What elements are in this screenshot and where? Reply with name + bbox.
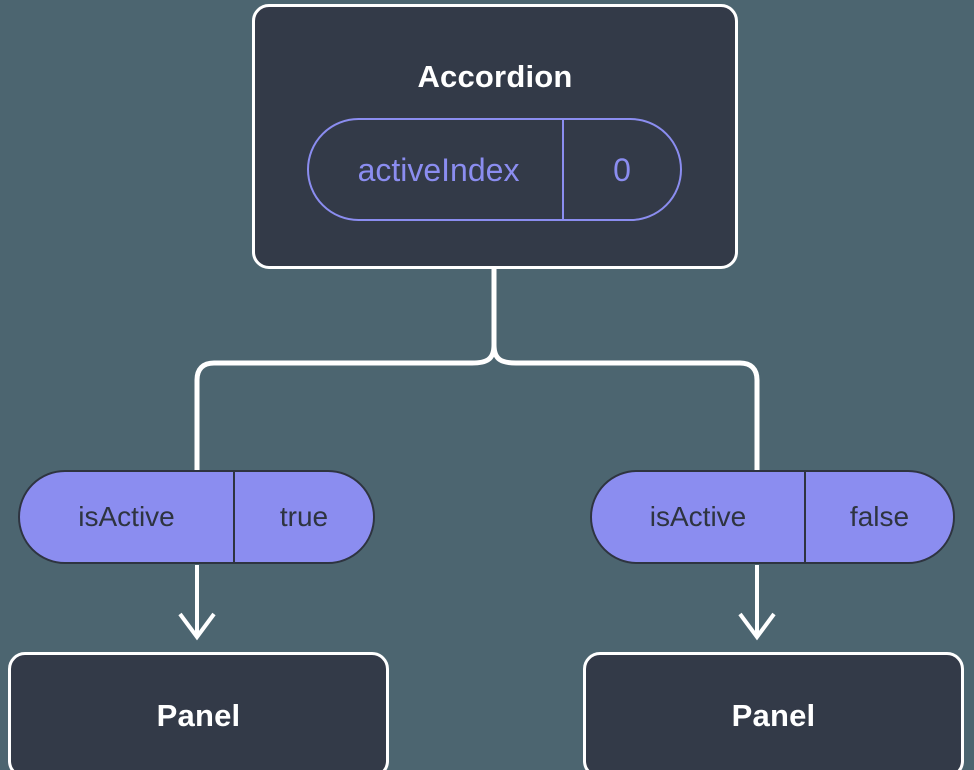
- connector-branch-left: [194, 344, 497, 470]
- prop-pill-is-active-false[interactable]: isActive false: [590, 470, 955, 564]
- prop-pill-right-value: false: [849, 501, 910, 532]
- arrow-left-head-icon: [178, 612, 216, 641]
- prop-pill-is-active-true[interactable]: isActive true: [18, 470, 375, 564]
- state-pill-active-index[interactable]: activeIndex 0: [307, 118, 682, 221]
- state-pill-key: activeIndex: [309, 120, 564, 219]
- panel-component-box-left[interactable]: Panel: [8, 652, 389, 770]
- prop-pill-right-key: isActive: [592, 472, 806, 562]
- prop-pill-left-value: true: [279, 501, 329, 532]
- accordion-title: Accordion: [417, 59, 573, 94]
- panel-title-right: Panel: [731, 697, 816, 733]
- arrow-right-head-icon: [738, 612, 776, 641]
- prop-pill-left-key: isActive: [20, 472, 235, 562]
- panel-title-left: Panel: [156, 697, 241, 733]
- state-pill-value: 0: [613, 151, 631, 188]
- connector-branch-right: [491, 344, 760, 470]
- panel-component-box-right[interactable]: Panel: [583, 652, 964, 770]
